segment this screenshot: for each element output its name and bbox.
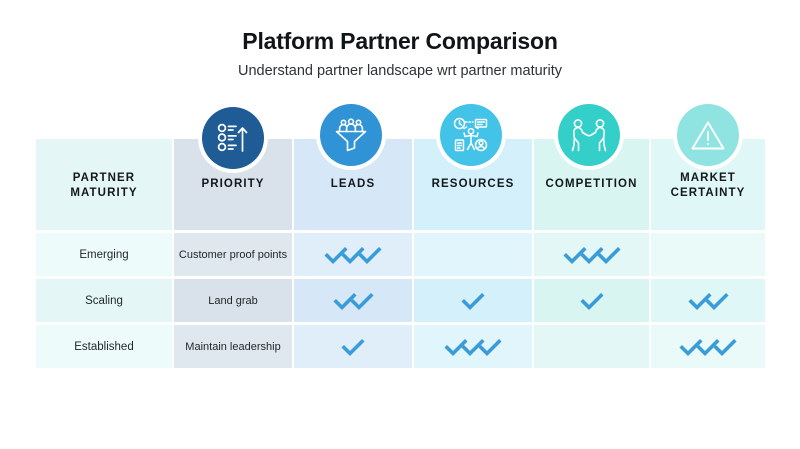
grid-gap xyxy=(172,279,174,322)
check-icon xyxy=(562,246,587,264)
column-header-leads-label: LEADS xyxy=(330,178,376,190)
check-icon xyxy=(596,246,621,264)
table-cell-leads xyxy=(294,279,412,322)
grid-gap xyxy=(532,139,534,230)
check-icon xyxy=(579,246,604,264)
table-cell-competition xyxy=(534,279,649,322)
table-cell-market-certainty xyxy=(651,325,765,368)
grid-gap xyxy=(412,233,414,276)
grid-gap xyxy=(412,279,414,322)
column-header-competition-label: COMPETITION xyxy=(545,178,638,190)
competition-tug-of-war-icon xyxy=(558,104,620,166)
table-cell-resources xyxy=(414,233,532,276)
leads-funnel-people-icon xyxy=(320,104,382,166)
page-subtitle: Understand partner landscape wrt partner… xyxy=(238,63,562,79)
table-cell-resources xyxy=(414,325,532,368)
resources-person-tasks-icon xyxy=(440,104,502,166)
column-header-priority-label: PRIORITY xyxy=(201,178,265,190)
check-icon xyxy=(478,338,502,356)
grid-gap xyxy=(172,139,174,230)
grid-gap xyxy=(36,230,765,233)
column-header-resources-label: RESOURCES xyxy=(431,178,515,190)
table-cell-competition xyxy=(534,325,649,368)
grid-gap xyxy=(292,325,294,368)
table-row-label: Established xyxy=(36,325,172,368)
table-cell-priority: Maintain leadership xyxy=(174,325,292,368)
priority-list-arrow-icon xyxy=(202,107,264,169)
table-cell-market-certainty xyxy=(651,279,765,322)
table-cell-resources xyxy=(414,279,532,322)
grid-gap xyxy=(412,139,414,230)
check-icon xyxy=(341,246,365,264)
grid-gap xyxy=(292,279,294,322)
check-icon xyxy=(349,292,374,310)
grid-gap xyxy=(532,325,534,368)
check-icon xyxy=(358,246,382,264)
table-cell-leads xyxy=(294,233,412,276)
check-icon xyxy=(461,338,485,356)
grid-gap xyxy=(532,279,534,322)
grid-gap xyxy=(172,325,174,368)
grid-gap xyxy=(532,233,534,276)
check-icon xyxy=(687,292,712,310)
grid-gap xyxy=(292,139,294,230)
table-cell-priority: Land grab xyxy=(174,279,292,322)
page-title: Platform Partner Comparison xyxy=(242,28,558,54)
market-certainty-warning-icon xyxy=(677,104,739,166)
grid-gap xyxy=(36,276,765,279)
grid-gap xyxy=(172,233,174,276)
check-icon xyxy=(324,246,348,264)
grid-gap xyxy=(292,233,294,276)
grid-gap xyxy=(412,325,414,368)
grid-gap xyxy=(649,139,651,230)
grid-gap xyxy=(649,279,651,322)
check-icon xyxy=(704,292,729,310)
table-row-label: Scaling xyxy=(36,279,172,322)
check-icon xyxy=(713,338,737,356)
grid-gap xyxy=(36,322,765,325)
check-icon xyxy=(679,338,703,356)
check-icon xyxy=(579,292,604,310)
table-cell-competition xyxy=(534,233,649,276)
check-icon xyxy=(461,292,485,310)
table-row-label: Emerging xyxy=(36,233,172,276)
table-cell-market-certainty xyxy=(651,233,765,276)
table-cell-priority: Customer proof points xyxy=(174,233,292,276)
check-icon xyxy=(341,338,365,356)
grid-gap xyxy=(649,233,651,276)
table-cell-leads xyxy=(294,325,412,368)
check-icon xyxy=(696,338,720,356)
check-icon xyxy=(444,338,468,356)
check-icon xyxy=(332,292,357,310)
grid-gap xyxy=(649,325,651,368)
